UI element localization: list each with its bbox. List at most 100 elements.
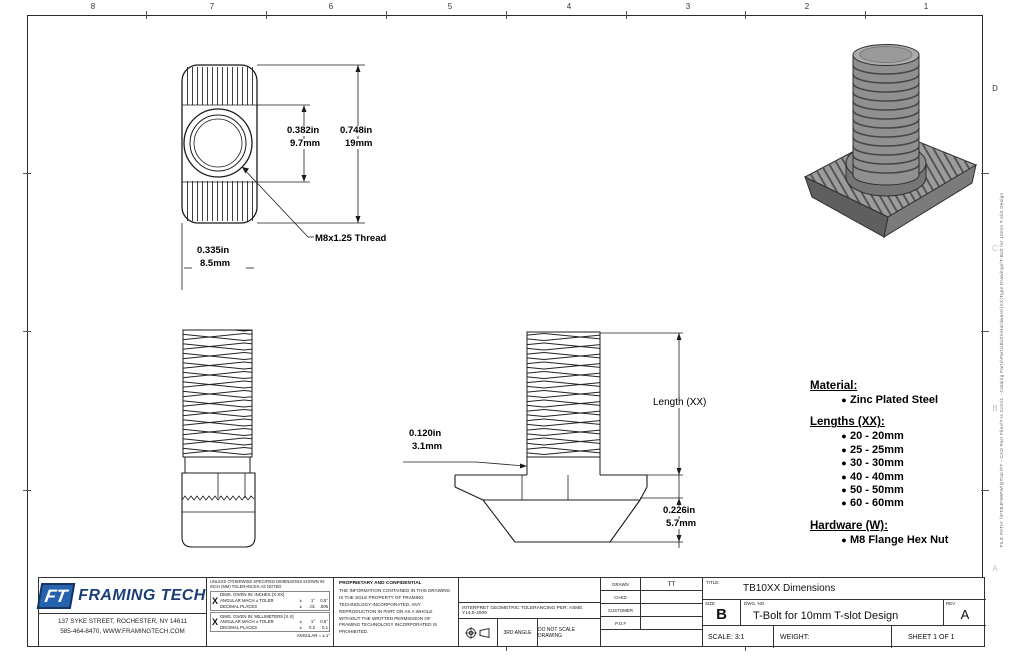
approval-row: CUSTOMER [601, 604, 702, 617]
profile-view-drawing [403, 331, 683, 548]
length-label: Length (XX) [652, 397, 708, 408]
bullet-icon: ● [841, 395, 847, 405]
tolerance-mark: X [212, 617, 219, 627]
tol-title: DIMS. GIVEN IN: MILLIMETERS [X.X] [220, 613, 294, 619]
length-item: 60 - 60mm [850, 497, 904, 510]
list-item: ● 20 - 20mm [810, 430, 1010, 443]
tol-cell-text: ± [299, 597, 302, 603]
length-item: 30 - 30mm [850, 457, 904, 470]
isometric-render [803, 44, 978, 239]
tol-cell-text: 1° [310, 619, 315, 625]
zone-number: 1 [923, 2, 929, 11]
dwg-label: DWG. NO. [744, 601, 766, 606]
zone-number: 5 [447, 2, 453, 11]
dim-offset-mm: 8.5mm [199, 258, 232, 269]
bullet-icon: ● [841, 444, 847, 455]
frame-tick [745, 643, 746, 651]
rev-box: REV A [944, 600, 986, 625]
approval-value [641, 604, 702, 616]
tolerance-mark: X [212, 595, 219, 606]
lengths-heading: Lengths (XX): [810, 416, 885, 429]
proprietary-cell: PROPRIETARY AND CONFIDENTIAL THE INFORMA… [334, 578, 459, 646]
list-item: ● 60 - 60mm [810, 497, 1010, 510]
tol-cell-text: 0.5° [320, 597, 328, 603]
hardware-heading: Hardware (W): [810, 519, 888, 532]
approval-row: DRAWN TT [601, 578, 702, 591]
approval-label: CHKD [601, 591, 641, 603]
approval-label: CUSTOMER [601, 604, 641, 616]
projection-row: 3RD ANGLE DO NOT SCALE DRAWING [459, 618, 600, 646]
dim-bore-mm: 9.7mm [289, 138, 322, 149]
approval-row: CHKD [601, 591, 702, 604]
rev-value: A [960, 607, 970, 622]
approval-value: TT [667, 580, 676, 588]
proprietary-body: THE INFORMATION CONTAINED IN THIS DRAWIN… [339, 588, 451, 635]
frame-tick [981, 490, 989, 491]
list-item: ● 50 - 50mm [810, 484, 1010, 497]
profile-view-geometry [454, 331, 648, 543]
dim-height-inches: 0.748in [339, 125, 374, 136]
thread-callout: M8x1.25 Thread [314, 233, 388, 244]
dim-head-mm: 5.7mm [665, 518, 698, 529]
approval-label: P.O.# [601, 617, 641, 629]
tol-cell-text: 0.1 [322, 624, 328, 630]
approval-label: DRAWN [601, 578, 641, 590]
tolerance-section-inch: X DIMS. GIVEN IN: INCHES (X.XX) ANGULAR … [210, 590, 330, 611]
tolerance-cell: UNLESS OTHERWISE SPECIFIED DIMENSIONS SH… [207, 578, 334, 646]
zone-number: 6 [328, 2, 334, 11]
address-line1: 137 SYKE STREET, ROCHESTER, NY 14611 [58, 618, 187, 625]
bullet-icon: ● [841, 471, 847, 482]
zone-letter: B [992, 404, 998, 413]
tol-cell-text: ± [299, 624, 302, 630]
list-item: ● 40 - 40mm [810, 471, 1010, 484]
weight-text: WEIGHT: [773, 626, 891, 648]
length-item: 50 - 50mm [850, 484, 904, 497]
size-box: SIZE B [703, 600, 741, 625]
length-item: 20 - 20mm [850, 430, 904, 443]
frame-tick [23, 173, 31, 174]
approval-row: P.O.# [601, 617, 702, 630]
approvals-cell: DRAWN TT CHKD CUSTOMER P.O.# [601, 578, 703, 646]
tol-cell-text: 0.5° [320, 619, 328, 625]
tol-cell-text: 1° [310, 597, 315, 603]
dim-height-mm: 19mm [344, 138, 374, 149]
tol-cell-text: DECIMAL PLACES [220, 624, 258, 630]
zone-letter: A [992, 564, 998, 573]
scale-row: SCALE: 3:1 WEIGHT: SHEET 1 OF 1 [703, 626, 986, 648]
bullet-icon: ● [841, 534, 847, 545]
frame-tick [506, 11, 507, 19]
dim-offset-inches: 0.335in [196, 245, 231, 256]
frame-tick [745, 11, 746, 19]
tol-cell-text: ANGULAR MACH ± TOLER [220, 619, 274, 625]
tol-cell-text: DECIMAL PLACES [220, 603, 258, 609]
frame-tick [981, 173, 989, 174]
sheet-text: SHEET 1 OF 1 [891, 626, 986, 648]
tol-cell-text: 0.2 [309, 624, 315, 630]
logo-ft-icon: FT [36, 582, 76, 609]
frame-tick [23, 331, 31, 332]
tolerance-section-metric: X DIMS. GIVEN IN: MILLIMETERS [X.X] ANGU… [210, 612, 330, 632]
notes-block: Material: ● Zinc Plated Steel Lengths (X… [810, 380, 1010, 547]
dwg-number: T-Bolt for 10mm T-slot Design [753, 610, 899, 622]
approval-value [641, 617, 702, 629]
title-label: TITLE: [706, 580, 720, 585]
dwg-box: DWG. NO. T-Bolt for 10mm T-slot Design [741, 600, 944, 625]
bullet-icon: ● [841, 458, 847, 469]
title-info-cell: TITLE: TB10XX Dimensions SIZE B DWG. NO.… [703, 578, 986, 648]
drawing-title: TB10XX Dimensions [743, 583, 836, 594]
rev-label: REV [946, 601, 956, 606]
title-block: FT FRAMING TECH 137 SYKE STREET, ROCHEST… [36, 577, 986, 648]
frame-tick [981, 331, 989, 332]
size-dwg-rev-row: SIZE B DWG. NO. T-Bolt for 10mm T-slot D… [703, 600, 986, 626]
frame-tick [626, 11, 627, 19]
frame-tick [266, 11, 267, 19]
dim-neck-inches: 0.120in [408, 428, 443, 439]
interpret-note: INTERPRET GEOMETRIC TOLERANCING PER: ASM… [459, 602, 600, 618]
material-heading: Material: [810, 380, 858, 392]
end-view-body [181, 64, 310, 224]
dim-neck-mm: 3.1mm [411, 441, 444, 452]
zone-number: 8 [90, 2, 96, 11]
tol-cell-text: .01 [309, 603, 315, 609]
zone-number: 7 [209, 2, 215, 11]
dim-bore-inches: 0.382in [286, 125, 321, 136]
